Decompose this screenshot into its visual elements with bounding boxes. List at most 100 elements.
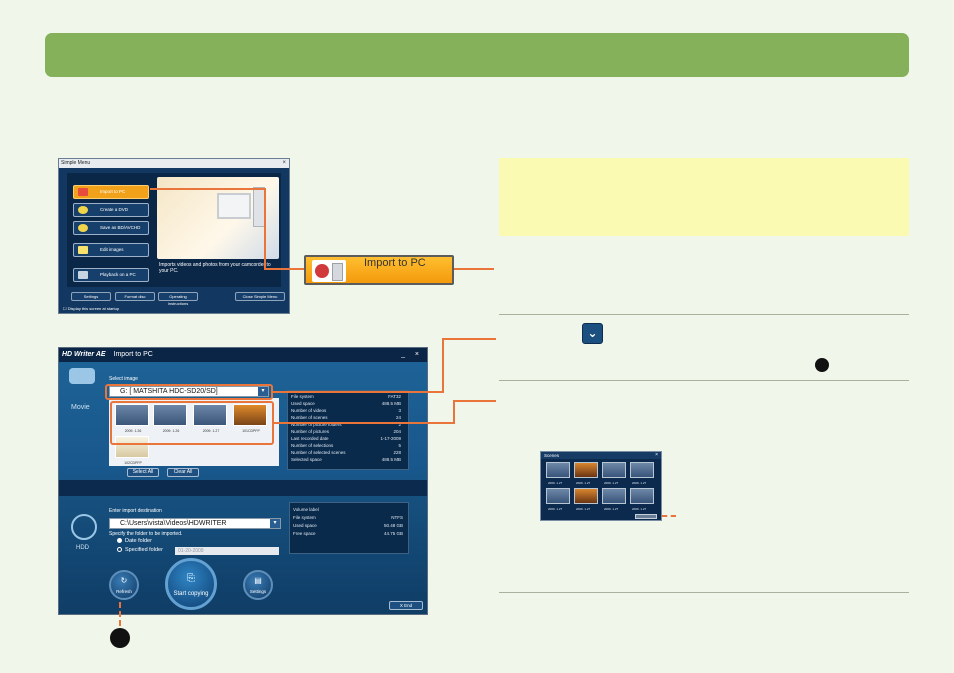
scene-thumbnail[interactable]	[546, 462, 570, 478]
scene-thumbnail[interactable]	[630, 488, 654, 504]
chevron-down-icon: ⌄	[582, 323, 603, 344]
end-button[interactable]: X End	[389, 601, 423, 610]
chevron-down-icon[interactable]: ▾	[270, 519, 280, 528]
specify-folder-label: Specify the folder to be imported.	[109, 531, 183, 537]
import-to-pc-label: Import to PC	[100, 189, 126, 194]
close-simple-menu-button[interactable]: Close Simple Menu	[235, 292, 285, 301]
thumbnail-caption: 2009. 1.26	[124, 429, 142, 433]
reference-number-marker	[815, 358, 829, 372]
movie-icon	[69, 368, 95, 384]
destination-label: Enter import destination	[109, 508, 162, 514]
operating-instructions-button[interactable]: Operating Instructions	[158, 292, 198, 306]
scene-thumbnail[interactable]	[602, 462, 626, 478]
video-thumbnail[interactable]: 2009. 1.26	[115, 404, 149, 433]
hd-writer-titlebar: HD Writer AE Import to PC	[59, 348, 427, 362]
video-thumbnail[interactable]: 2009. 1.27	[193, 404, 227, 433]
movie-tab[interactable]	[63, 364, 103, 394]
scene-thumbnail[interactable]	[574, 488, 598, 504]
select-image-label: Select image	[109, 376, 138, 382]
start-copying-label: Start copying	[173, 591, 209, 597]
scenes-window: Scenes × 2009. 1.27 2009. 1.27 2009. 1.2…	[540, 451, 662, 521]
window-title: Import to PC	[113, 351, 153, 358]
thumbnail-caption: 2009. 1.27	[202, 429, 220, 433]
scene-caption: 2009. 1.27	[548, 481, 563, 485]
scene-caption: 2009. 1.27	[548, 507, 563, 511]
scene-thumbnail[interactable]	[574, 462, 598, 478]
settings-button[interactable]: ▤ Settings	[243, 570, 273, 600]
video-thumbnail[interactable]: 2009. 1.26	[153, 404, 187, 433]
edit-images-label: Edit images	[100, 247, 124, 252]
simple-menu-window: Simple Menu × Import to PC Create a DVD …	[58, 158, 290, 314]
startup-checkbox-label: Display this screen at startup	[67, 306, 120, 311]
refresh-button[interactable]: ↻ Refresh	[109, 570, 139, 600]
start-copying-button[interactable]: ⎘ Start copying	[165, 558, 217, 610]
save-bd-label: Save as BD/AVCHD	[100, 225, 141, 230]
hdd-label: HDD	[76, 545, 89, 551]
edit-images-button[interactable]: Edit images	[73, 243, 149, 257]
refresh-label: Refresh	[116, 589, 132, 594]
date-folder-radio[interactable]: Date folder	[117, 538, 152, 544]
specified-folder-radio[interactable]: Specified folder	[117, 547, 163, 553]
simple-menu-description: Imports videos and photos from your camc…	[159, 262, 271, 274]
note-box	[499, 158, 909, 236]
import-icon	[78, 188, 88, 196]
select-all-button[interactable]: Select All	[127, 468, 159, 477]
create-dvd-button[interactable]: Create a DVD	[73, 203, 149, 217]
scroll-control[interactable]	[635, 514, 657, 519]
monitor-icon	[78, 271, 88, 279]
clear-all-button[interactable]: Clear All	[167, 468, 199, 477]
playback-button[interactable]: Playback on a PC	[73, 268, 149, 282]
scene-thumbnail[interactable]	[630, 462, 654, 478]
source-drive-value: G: [ MATSHITA HDC-SD20/SD]	[120, 388, 218, 395]
scene-caption: 2009. 1.27	[576, 507, 591, 511]
save-bd-button[interactable]: Save as BD/AVCHD	[73, 221, 149, 235]
edit-icon	[78, 246, 88, 254]
destination-dropdown[interactable]: C:\Users\vista\Videos\HDWRITER ▾	[109, 518, 281, 529]
thumbnail-caption: 2009. 1.26	[162, 429, 180, 433]
settings-label: Settings	[249, 589, 267, 594]
format-disc-button[interactable]: Format disc	[115, 292, 155, 301]
window-controls[interactable]: _ ×	[401, 351, 423, 358]
settings-button[interactable]: Settings	[71, 292, 111, 301]
scene-caption: 2009. 1.27	[604, 507, 619, 511]
scenes-title: Scenes	[541, 452, 661, 459]
disc-icon	[78, 206, 88, 214]
date-input[interactable]: 01-20-2009	[175, 547, 279, 555]
picture-folder-thumbnail[interactable]: 102CDPFP	[115, 436, 149, 465]
disc-icon	[78, 224, 88, 232]
close-icon[interactable]: ×	[282, 160, 286, 166]
simple-menu-title: Simple Menu	[59, 159, 289, 168]
scene-caption: 2009. 1.27	[632, 481, 647, 485]
chevron-down-icon[interactable]: ▾	[258, 387, 268, 396]
thumbnail-caption: 102CDPFP	[124, 461, 142, 465]
startup-checkbox[interactable]: ☐ Display this screen at startup	[63, 306, 120, 311]
create-dvd-label: Create a DVD	[100, 207, 129, 212]
import-to-pc-button[interactable]: Import to PC	[73, 185, 149, 199]
app-brand: HD Writer AE	[62, 351, 106, 358]
source-dropdown[interactable]: G: [ MATSHITA HDC-SD20/SD] ▾	[109, 386, 269, 397]
callout-number-marker	[110, 628, 130, 648]
refresh-icon: ↻	[120, 576, 128, 585]
scene-caption: 2009. 1.27	[604, 481, 619, 485]
close-icon[interactable]: ×	[655, 452, 658, 458]
playback-label: Playback on a PC	[100, 272, 136, 277]
hdd-icon	[71, 514, 97, 540]
scene-thumbnail[interactable]	[602, 488, 626, 504]
picture-folder-thumbnail[interactable]: 101CDPFP	[233, 404, 267, 433]
movie-label: Movie	[71, 404, 90, 411]
scene-thumbnail[interactable]	[546, 488, 570, 504]
thumbnails-highlight	[110, 401, 274, 445]
thumbnail-caption: 101CDPFP	[242, 429, 260, 433]
preview-image	[157, 177, 279, 259]
